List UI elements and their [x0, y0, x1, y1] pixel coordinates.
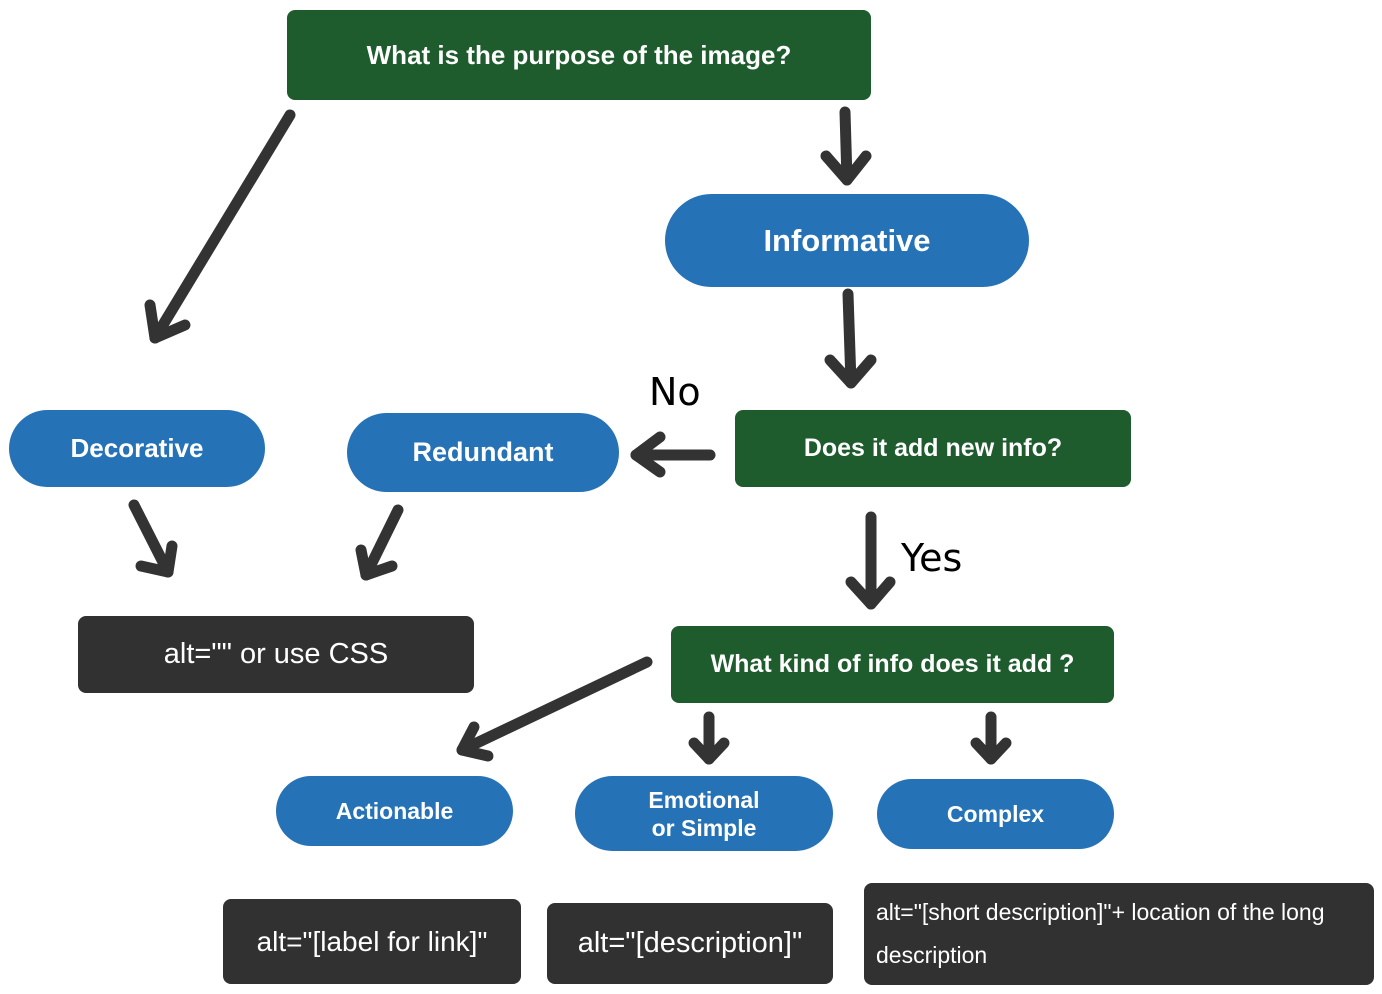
arrow-kind-to-emotional: [688, 711, 730, 765]
redundant-node: Redundant: [347, 413, 619, 492]
arrow-purpose-to-decorative: [144, 109, 296, 344]
edge-label-no: No: [649, 370, 701, 414]
arrow-new-info-to-kind: [845, 511, 896, 610]
new-info-question-box: Does it add new info?: [735, 410, 1131, 487]
arrow-kind-to-complex: [970, 711, 1012, 765]
empty-alt-outcome-box: alt="" or use CSS: [78, 616, 474, 693]
arrow-purpose-to-informative: [820, 106, 872, 186]
edge-label-yes: Yes: [901, 536, 963, 580]
kind-of-info-question-box: What kind of info does it add ?: [671, 626, 1114, 703]
arrow-redundant-to-css: [355, 504, 404, 581]
arrow-new-info-to-redundant: [630, 431, 716, 478]
purpose-question-box: What is the purpose of the image?: [287, 10, 871, 100]
description-alt-outcome-box: alt="[description]": [547, 903, 833, 984]
complex-alt-outcome-box: alt="[short description]"+ location of t…: [864, 883, 1374, 985]
complex-node: Complex: [877, 779, 1114, 849]
arrow-decorative-to-css: [128, 499, 178, 578]
emotional-or-simple-node: Emotional or Simple: [575, 776, 833, 851]
arrow-kind-to-actionable: [456, 656, 653, 762]
link-alt-outcome-box: alt="[label for link]": [223, 899, 521, 984]
informative-node: Informative: [665, 194, 1029, 287]
arrow-informative-to-new-info: [824, 288, 877, 389]
decorative-node: Decorative: [9, 410, 265, 487]
actionable-node: Actionable: [276, 776, 513, 846]
